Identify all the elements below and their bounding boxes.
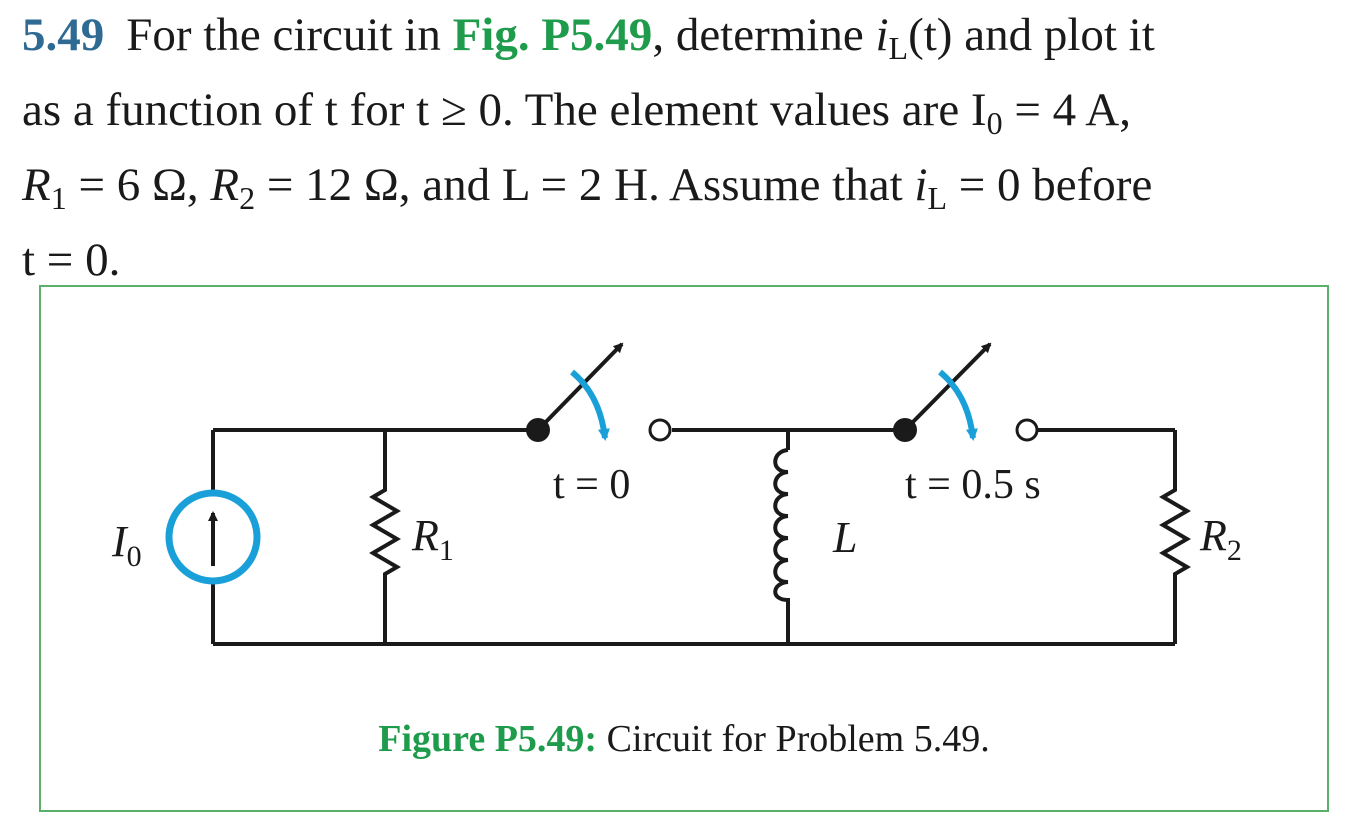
current-source-circle	[165, 489, 261, 585]
problem-line-2: as a function of t for t ≥ 0. The elemen…	[22, 79, 1342, 154]
switch1-time-label: t = 0	[553, 462, 630, 508]
problem-text: = 6 Ω,	[66, 159, 211, 211]
r1-symbol: R	[22, 159, 51, 211]
r1-label: R1	[411, 511, 454, 567]
il-symbol: i	[875, 9, 889, 61]
problem-line-1: 5.49 For the circuit in Fig. P5.49, deter…	[22, 4, 1342, 79]
resistor-r2	[1159, 430, 1191, 644]
figure-reference: Fig. P5.49	[452, 9, 653, 61]
switch1-pivot	[526, 418, 550, 442]
switch2-contact	[1015, 418, 1039, 442]
problem-text: (t) and plot it	[908, 9, 1155, 61]
switch2-close-arrow-icon	[938, 369, 978, 441]
resistor-r1	[369, 430, 401, 644]
subscript: 1	[50, 180, 67, 216]
problem-text: = 0 before	[947, 159, 1153, 211]
problem-text: For the circuit in	[126, 9, 453, 61]
problem-text: as a function of t for t ≥ 0. The elemen…	[22, 84, 987, 136]
subscript: 0	[986, 105, 1003, 141]
switch2-pivot	[893, 418, 917, 442]
switch2-blade	[903, 342, 992, 432]
il-symbol: i	[914, 159, 928, 211]
problem-number: 5.49	[22, 9, 105, 61]
problem-text: = 12 Ω, and	[255, 159, 502, 211]
r2-symbol: R	[210, 159, 240, 211]
problem-statement: 5.49 For the circuit in Fig. P5.49, deter…	[22, 4, 1342, 291]
subscript: 2	[239, 180, 256, 216]
problem-text: = 4 A,	[1002, 84, 1131, 136]
switch1-close-arrow-icon	[570, 369, 610, 441]
figure-box: Figure P5.49: Circuit for Problem 5.49.	[39, 285, 1329, 812]
problem-text: t = 0.	[22, 234, 121, 286]
problem-text: , determine	[652, 9, 876, 61]
r2-label: R2	[1199, 511, 1242, 567]
switch1-blade	[536, 342, 624, 432]
inductor-label: L	[832, 513, 857, 562]
problem-text: L = 2 H. Assume that	[501, 159, 915, 211]
switch2-time-label: t = 0.5 s	[905, 462, 1041, 508]
figure-caption: Figure P5.49: Circuit for Problem 5.49.	[41, 717, 1327, 761]
problem-line-3: R1 = 6 Ω, R2 = 12 Ω, and L = 2 H. Assume…	[22, 154, 1342, 229]
caption-label: Figure P5.49:	[378, 718, 598, 760]
inductor-coil	[773, 448, 790, 644]
subscript: L	[888, 30, 909, 66]
problem-line-4: t = 0.	[22, 229, 1342, 291]
source-label: I0	[111, 517, 142, 573]
subscript: L	[927, 180, 948, 216]
caption-text: Circuit for Problem 5.49.	[597, 718, 990, 760]
switch1-contact	[648, 418, 672, 442]
